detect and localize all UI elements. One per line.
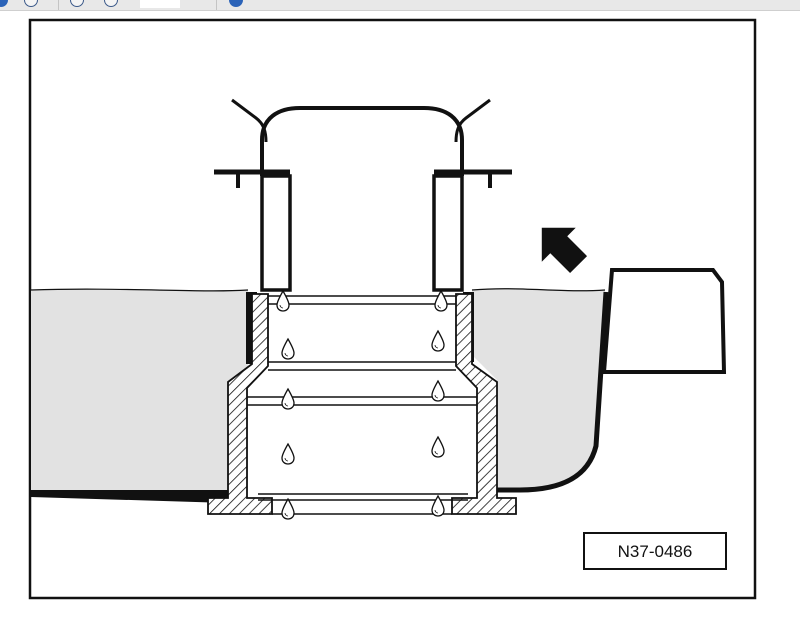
figure-frame: [28, 18, 757, 600]
cap-tab-right: [454, 98, 491, 143]
tube-inner: [289, 176, 435, 290]
zoom-input[interactable]: [140, 0, 180, 8]
arrow-indicator-icon: [541, 227, 588, 274]
pan-wall-right: [497, 291, 609, 493]
cap-flange-clips: [236, 172, 492, 188]
toolbar-separator: [58, 0, 59, 10]
fluid-right: [472, 288, 605, 490]
cap-tab-left: [231, 98, 268, 143]
reference-code: N37-0486: [618, 542, 693, 561]
cap-body: [260, 106, 464, 176]
reference-code-box: [583, 532, 727, 570]
fluid-left: [31, 289, 248, 490]
housing-floor-left: [31, 490, 228, 503]
fluid-surface-right: [471, 288, 606, 292]
viewer-toolbar: [0, 0, 800, 11]
pan-lip: [601, 268, 727, 374]
fluid-surface-left: [30, 288, 249, 292]
toolbar-separator: [216, 0, 217, 10]
tube: [260, 174, 464, 292]
bore-lines: [247, 295, 477, 515]
